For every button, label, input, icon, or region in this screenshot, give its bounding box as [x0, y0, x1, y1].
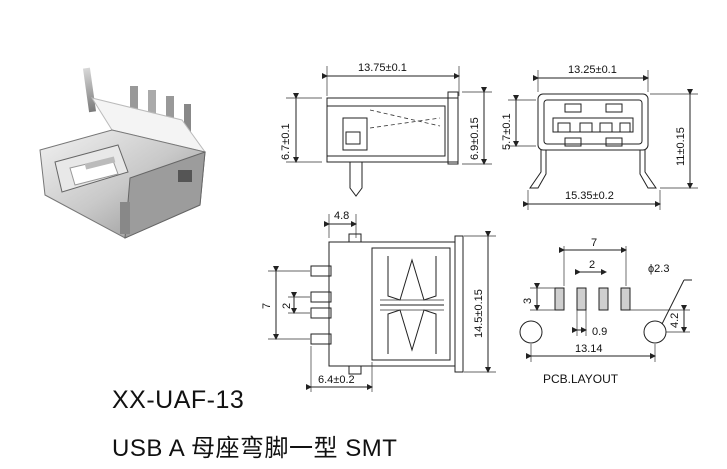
dim-top-pin-span: 7 — [261, 303, 273, 309]
dim-front-width: 13.25±0.1 — [568, 64, 617, 76]
dim-side-shell-height: 6.9±0.15 — [469, 117, 481, 160]
dim-pcb-pad-span: 7 — [591, 237, 597, 249]
dim-pcb-hole-dia: ϕ2.3 — [648, 263, 669, 275]
dim-front-total-height: 11±0.15 — [675, 127, 687, 166]
dim-side-width: 13.75±0.1 — [358, 62, 407, 74]
top-view — [268, 214, 496, 392]
pcb-layout-label: PCB.LAYOUT — [543, 372, 619, 386]
dim-top-pin-offset: 4.8 — [334, 210, 349, 222]
dim-front-foot-span: 15.35±0.2 — [565, 190, 614, 202]
dim-pcb-pad-width: 0.9 — [592, 326, 607, 338]
dim-top-pin-length: 6.4±0.2 — [318, 374, 355, 386]
pcb-layout — [519, 246, 692, 362]
dim-pcb-hole-offset: 4.2 — [669, 313, 681, 328]
dim-top-length: 14.5±0.15 — [473, 289, 485, 338]
dim-pcb-pad-length: 3 — [522, 298, 534, 304]
dim-top-pin-pitch: 2 — [281, 303, 293, 309]
dim-front-opening-height: 5.7±0.1 — [501, 113, 513, 150]
dim-side-height: 6.7±0.1 — [280, 123, 292, 160]
part-description: USB A 母座弯脚一型 SMT — [112, 435, 398, 462]
dim-pcb-pad-pitch: 2 — [589, 259, 595, 271]
part-number: XX-UAF-13 — [112, 386, 245, 414]
front-view — [508, 70, 698, 210]
side-view — [286, 66, 492, 197]
product-photo — [39, 67, 207, 239]
dim-pcb-hole-span: 13.14 — [575, 343, 603, 355]
